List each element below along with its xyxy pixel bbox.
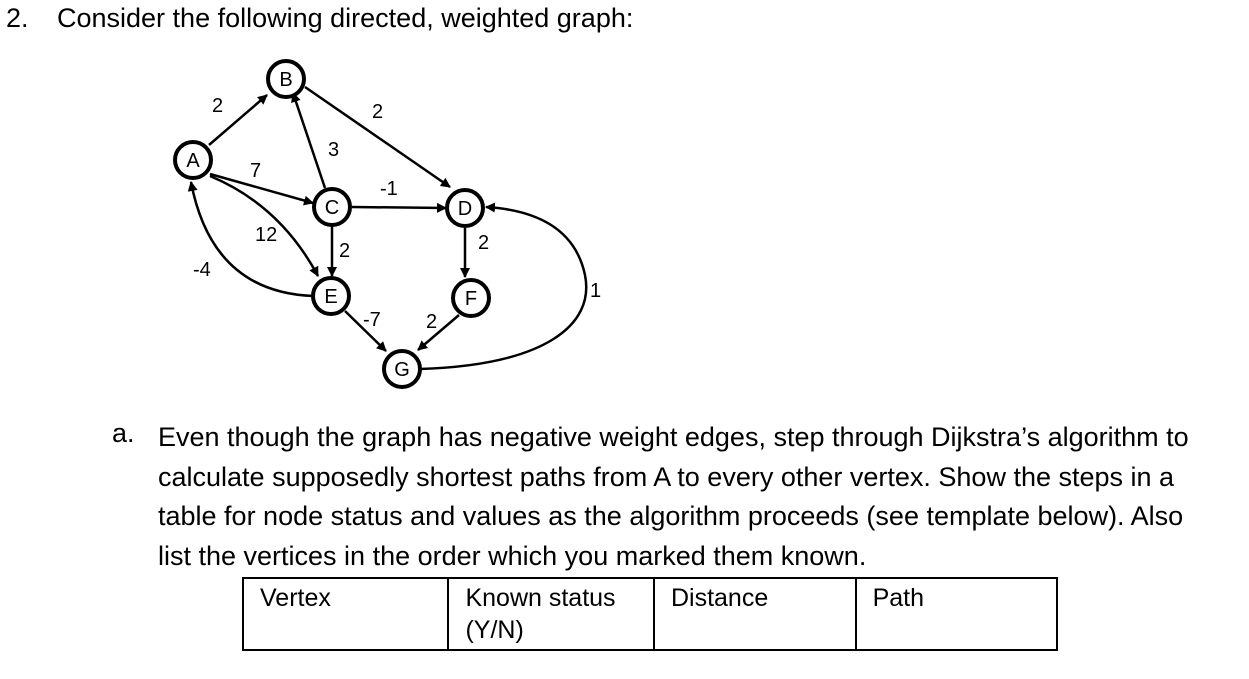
weight-c-e: 2 (339, 240, 350, 262)
node-a: A (173, 140, 213, 180)
header-vertex: Vertex (241, 577, 450, 651)
question-number: 2. (6, 3, 29, 33)
svg-text:A: A (186, 150, 200, 172)
svg-text:B: B (279, 69, 292, 91)
weight-g-d: 1 (590, 280, 601, 302)
header-distance: Distance (652, 577, 857, 651)
edge-c-d (351, 202, 447, 213)
instruction-line: Even though the graph has negative weigh… (158, 422, 1189, 452)
svg-text:C: C (325, 197, 339, 219)
edge-a-b (208, 94, 268, 146)
edge-a-e (209, 174, 320, 277)
node-d: D (445, 188, 485, 228)
instruction-line: table for node status and values as the … (158, 501, 1184, 531)
svg-text:E: E (324, 286, 337, 308)
part-a-letter: a. (112, 418, 135, 448)
weight-f-g: 2 (426, 311, 437, 333)
node-c: C (312, 187, 352, 227)
weight-a-e: 12 (255, 224, 277, 246)
edge-c-b (291, 92, 327, 189)
instruction-line: list the vertices in the order which you… (158, 540, 867, 571)
svg-text:G: G (394, 359, 410, 381)
svg-text:F: F (465, 288, 477, 310)
weight-a-c: 7 (250, 160, 261, 182)
edge-b-d (304, 85, 451, 189)
node-f: F (451, 278, 491, 318)
node-g: G (382, 349, 422, 389)
header-known-status: Known status (Y/N) (447, 577, 655, 651)
edge-e-a (187, 181, 314, 298)
weight-c-b: 3 (328, 139, 339, 161)
edge-e-g (344, 310, 387, 352)
edge-g-d (419, 202, 588, 371)
weight-d-f: 2 (478, 232, 489, 254)
weight-a-b: 2 (212, 95, 223, 117)
instruction-line: calculate supposedly shortest paths from… (158, 461, 1175, 492)
part-a-instructions: Even though the graph has negative weigh… (158, 418, 1243, 576)
weight-e-a: -4 (193, 259, 211, 281)
question-text: Consider the following directed, weighte… (57, 3, 634, 33)
header-path: Path (854, 577, 1059, 651)
weight-c-d: -1 (380, 178, 398, 200)
weight-e-g: -7 (363, 309, 381, 331)
node-b: B (266, 59, 306, 99)
edge-a-c (209, 172, 314, 206)
edge-f-g (417, 314, 460, 351)
dijkstra-template-table: Vertex Known status (Y/N) Distance Path (241, 577, 1059, 651)
svg-text:D: D (458, 198, 472, 220)
table-header-row: Vertex Known status (Y/N) Distance Path (241, 577, 1059, 651)
weight-b-d: 2 (372, 101, 383, 123)
node-e: E (311, 276, 351, 316)
